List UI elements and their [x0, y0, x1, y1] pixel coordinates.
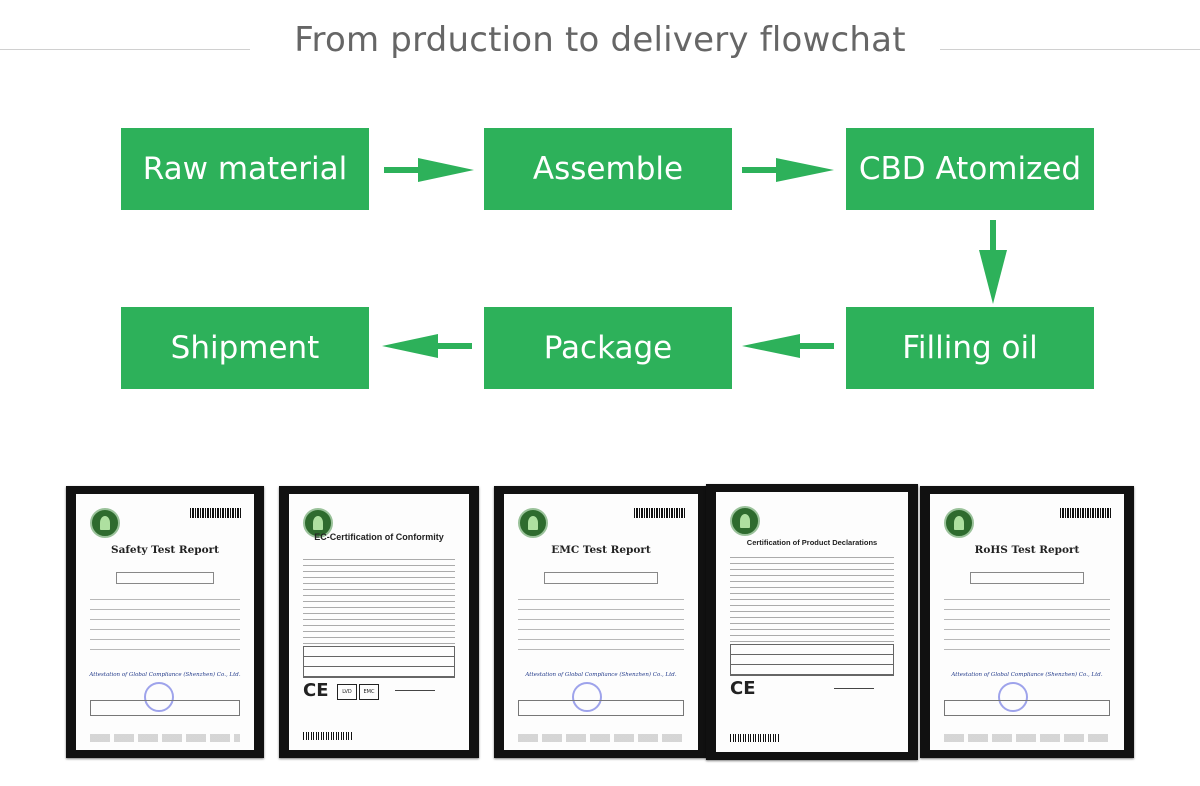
barcode-icon [190, 508, 242, 518]
title-rule-right [940, 49, 1200, 50]
signature [395, 680, 435, 691]
attestation-line: Attestation of Global Compliance (Shenzh… [89, 672, 241, 678]
certificate-title: Certification of Product Declarations [746, 538, 878, 547]
step-raw-material: Raw material [121, 128, 369, 210]
cannabis-leaf-logo-icon [944, 508, 974, 538]
caution-box [518, 700, 684, 716]
title-rule-left [0, 49, 250, 50]
emc-mark: EMC [359, 684, 379, 700]
step-assemble: Assemble [484, 128, 732, 210]
step-filling-oil: Filling oil [846, 307, 1094, 389]
seal-stamp-icon [572, 682, 602, 712]
barcode-icon [634, 508, 686, 518]
attestation-line: Attestation of Global Compliance (Shenzh… [525, 672, 677, 678]
cannabis-leaf-logo-icon [518, 508, 548, 538]
footer-lines [90, 734, 240, 742]
step-shipment: Shipment [121, 307, 369, 389]
arrow-filling-to-package [742, 334, 834, 358]
certificate-safety-test: Safety Test Report Attestation of Global… [66, 486, 264, 758]
cannabis-leaf-logo-icon [90, 508, 120, 538]
certificate-title: Safety Test Report [110, 544, 220, 556]
arrow-cbd-to-filling [979, 220, 1007, 304]
report-details [90, 594, 240, 654]
certificate-product-declarations: Certification of Product Declarations CE [706, 484, 918, 760]
certificate-details [303, 556, 455, 646]
attestation-line: Attestation of Global Compliance (Shenzh… [951, 672, 1103, 678]
certificate-details [730, 554, 894, 644]
barcode-icon [303, 732, 353, 740]
ce-mark: CE [303, 680, 329, 701]
report-details [944, 594, 1110, 654]
caution-box [90, 700, 240, 716]
step-cbd-atomized: CBD Atomized [846, 128, 1094, 210]
report-number-box [116, 572, 214, 584]
barcode-icon [1060, 508, 1112, 518]
certificate-title: EMC Test Report [551, 544, 651, 556]
certificate-rohs-test: RoHS Test Report Attestation of Global C… [920, 486, 1134, 758]
certificate-title: RoHS Test Report [974, 544, 1080, 556]
cannabis-leaf-logo-icon [730, 506, 760, 536]
standards-table [303, 646, 455, 678]
certificate-ec-conformity: EC-Certification of Conformity CE LVD EM… [279, 486, 479, 758]
page-title: From prduction to delivery flowchat [294, 20, 906, 60]
lvd-mark: LVD [337, 684, 357, 700]
signature [834, 678, 874, 689]
arrow-package-to-shipment [382, 334, 472, 358]
caution-box [944, 700, 1110, 716]
barcode-icon [730, 734, 780, 742]
seal-stamp-icon [998, 682, 1028, 712]
report-number-box [970, 572, 1084, 584]
report-number-box [544, 572, 658, 584]
certificate-emc-test: EMC Test Report Attestation of Global Co… [494, 486, 708, 758]
step-package: Package [484, 307, 732, 389]
arrow-assemble-to-cbd [742, 158, 834, 182]
footer-lines [518, 734, 684, 742]
arrow-raw-to-assemble [384, 158, 474, 182]
certificate-title: EC-Certification of Conformity [314, 532, 444, 542]
ce-mark: CE [730, 678, 756, 699]
cannabis-leaf-logo-icon [303, 508, 333, 538]
report-details [518, 594, 684, 654]
footer-lines [944, 734, 1110, 742]
standards-table [730, 644, 894, 676]
seal-stamp-icon [144, 682, 174, 712]
